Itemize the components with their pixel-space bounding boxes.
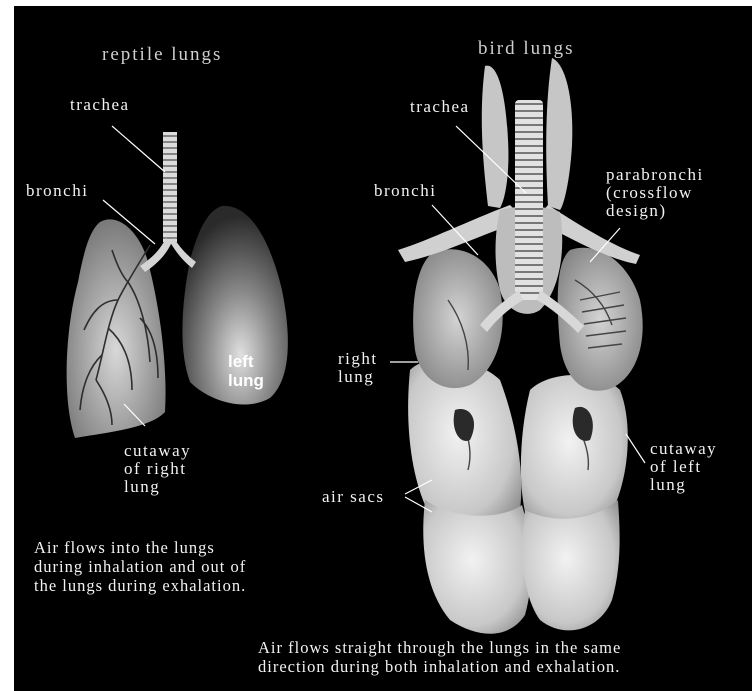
reptile-title: reptile lungs <box>102 46 222 64</box>
reptile-right-lung-cutaway <box>67 219 166 438</box>
parabronchi-line-3: design) <box>606 202 704 220</box>
reptile-caption-line-3: the lungs during exhalation. <box>34 576 246 595</box>
bird-caption-line-1: Air flows straight through the lungs in … <box>258 638 621 657</box>
reptile-bronchi-label: bronchi <box>26 182 88 200</box>
bird-bronchi-label: bronchi <box>374 182 436 200</box>
bird-caption-line-2: direction during both inhalation and exh… <box>258 657 621 676</box>
bird-caption: Air flows straight through the lungs in … <box>258 638 621 676</box>
bird-cutaway-label: cutaway of left lung <box>650 440 717 494</box>
left-lung-label: left lung <box>228 352 264 390</box>
parabronchi-line-2: (crossflow <box>606 184 704 202</box>
parabronchi-line-1: parabronchi <box>606 166 704 184</box>
left-lung-line-1: left <box>228 352 264 371</box>
reptile-cutaway-line-1: cutaway <box>124 442 191 460</box>
bird-cutaway-line-2: of left <box>650 458 717 476</box>
left-lung-line-2: lung <box>228 371 264 390</box>
reptile-caption-line-1: Air flows into the lungs <box>34 538 246 557</box>
bird-cutaway-line-3: lung <box>650 476 717 494</box>
bird-trachea-label: trachea <box>410 98 470 116</box>
bird-air-sacs <box>408 359 628 634</box>
bird-cutaway-line-1: cutaway <box>650 440 717 458</box>
reptile-cutaway-label: cutaway of right lung <box>124 442 191 496</box>
right-lung-label: right lung <box>338 350 378 386</box>
reptile-cutaway-line-2: of right <box>124 460 191 478</box>
reptile-trachea <box>140 132 196 272</box>
air-sacs-label: air sacs <box>322 488 385 506</box>
reptile-caption: Air flows into the lungs during inhalati… <box>34 538 246 595</box>
reptile-cutaway-line-3: lung <box>124 478 191 496</box>
bird-title: bird lungs <box>478 40 575 58</box>
reptile-trachea-label: trachea <box>70 96 130 114</box>
parabronchi-label: parabronchi (crossflow design) <box>606 166 704 220</box>
right-lung-line-2: lung <box>338 368 378 386</box>
right-lung-line-1: right <box>338 350 378 368</box>
reptile-caption-line-2: during inhalation and out of <box>34 557 246 576</box>
